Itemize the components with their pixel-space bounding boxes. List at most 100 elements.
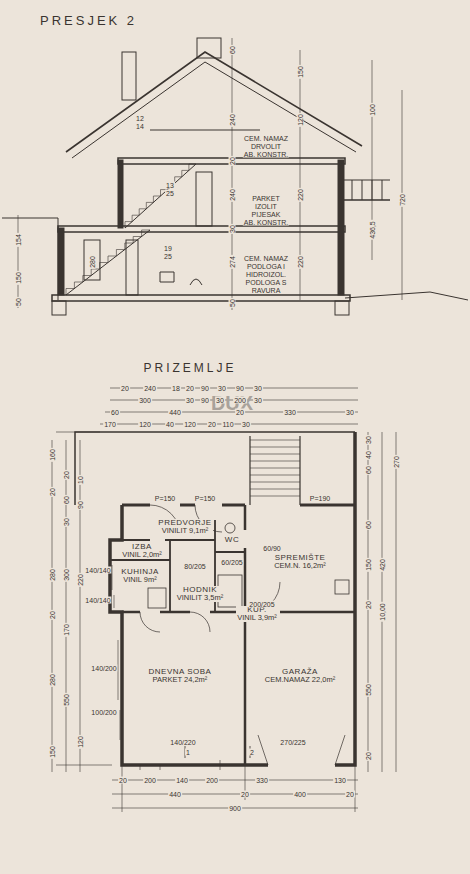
chimney: [122, 52, 136, 100]
partition: [110, 520, 245, 612]
dimension-text: 330: [283, 409, 297, 416]
door: [196, 172, 212, 226]
dimension-text: CEM. NAMAZ: [243, 135, 289, 142]
dimension-text: 200/205: [248, 601, 275, 608]
room-name: GARAŽA: [264, 668, 336, 676]
dimension-text: 25: [163, 253, 173, 260]
room: PREDVORJEVINILIT 9,1m²: [157, 519, 212, 535]
railing: [344, 180, 390, 200]
dimension-text: 154: [15, 233, 22, 247]
plan: [75, 432, 355, 770]
dimension-text: 720: [399, 193, 406, 207]
dimension-text: PODLOGA S: [245, 279, 288, 286]
dimension-text: 140/220: [169, 739, 196, 746]
dimension-text: 20: [63, 470, 70, 480]
dimension-text: 270/225: [279, 739, 306, 746]
dimension-text: 140/140: [84, 597, 111, 604]
dimension-text: 20: [185, 385, 195, 392]
dimension-text: 60/205: [220, 559, 243, 566]
dimension-text: 2: [249, 749, 255, 756]
terrain: [2, 218, 58, 300]
dimension-text: 30: [217, 385, 227, 392]
room-name: IZBA: [121, 543, 163, 551]
dimension-text: 60: [110, 409, 120, 416]
garage-door: [258, 735, 345, 765]
dimension-text: PARKET: [251, 195, 281, 202]
dimension-text: 160: [49, 448, 56, 462]
dimension-text: P=150: [194, 495, 216, 502]
dimension-text: DRVOLIT: [250, 143, 282, 150]
dimension-text: 30: [345, 409, 355, 416]
dimension-text: 20: [120, 385, 130, 392]
door-swing: [140, 505, 280, 632]
dimension-text: 120: [183, 421, 197, 428]
dimension-text: 280: [49, 568, 56, 582]
dimension-text: 220: [77, 573, 84, 587]
boiler: [335, 580, 349, 594]
dimension-text: 120: [297, 113, 304, 127]
dimension-text: 20: [118, 777, 128, 784]
window: [140, 760, 220, 770]
dimension-text: 19: [163, 245, 173, 252]
room: WC: [224, 536, 240, 544]
outer-wall: [110, 432, 355, 765]
balcony: [344, 199, 390, 201]
dimension-text: 20: [345, 791, 355, 798]
dimension-text: 20: [235, 409, 245, 416]
dimension-text: 300: [138, 397, 152, 404]
dimension-text: 400: [293, 791, 307, 798]
dimension-text: 30: [365, 435, 372, 445]
collar: [150, 130, 260, 131]
dimension-text: IZOLIT: [254, 203, 278, 210]
room-name: SPREMIŠTE: [273, 554, 327, 562]
dimension-text: 150: [15, 271, 22, 285]
dimension-text: PODLOGA I: [246, 263, 286, 270]
dimension-text: 420: [379, 558, 386, 572]
dimension-text: 280: [49, 673, 56, 687]
dimension-text: 40: [165, 421, 175, 428]
dimension-text: 100/200: [90, 709, 117, 716]
dimension-text: 436,5: [369, 220, 376, 240]
window: [84, 240, 100, 280]
dimension-text: 30: [241, 421, 251, 428]
dimension-text: 40: [365, 450, 372, 460]
room-name: WC: [224, 536, 240, 544]
chimney: [197, 38, 221, 58]
dimension-text: PIJESAK: [251, 211, 282, 218]
dimension-text: 300: [63, 568, 70, 582]
toilet: [225, 523, 235, 533]
stairs: [250, 436, 300, 505]
dimension-text: 1: [185, 749, 191, 756]
plan-title: PRIZEMLJE: [142, 362, 237, 374]
room-area: PARKET 24,2m²: [148, 676, 213, 684]
dimension-text: 10,00: [379, 602, 386, 622]
stair: [66, 230, 150, 295]
dimension-text: 90: [77, 500, 84, 510]
dimension-text: 170: [103, 421, 117, 428]
room-area: VINIL 9m²: [120, 576, 160, 584]
dimension-text: 20: [365, 600, 372, 610]
dimension-text: 110: [221, 421, 234, 428]
dimension-text: 330: [255, 777, 269, 784]
wall: [338, 160, 344, 295]
dimension-text: 900: [228, 805, 242, 812]
dimension-text: 140/200: [90, 665, 117, 672]
room-name: DNEVNA SOBA: [148, 668, 213, 676]
dimension-text: 18: [171, 385, 181, 392]
slab: [52, 295, 350, 301]
dimension-text: 20: [240, 791, 250, 798]
room: DNEVNA SOBAPARKET 24,2m²: [148, 668, 213, 684]
dimension-text: P=150: [154, 495, 176, 502]
room: GARAŽACEM.NAMAZ 22,0m²: [264, 668, 336, 684]
dimension-text: 12: [135, 115, 145, 122]
slab: [58, 226, 345, 232]
fixture: [160, 272, 202, 285]
dimension-text: 150: [365, 558, 372, 572]
dimension-text: 550: [63, 693, 70, 707]
dimension-text: 25: [165, 190, 175, 197]
dimension-text: CEM. NAMAZ: [243, 255, 289, 262]
wall: [118, 160, 123, 228]
room-name: KUHINJA: [120, 568, 160, 576]
